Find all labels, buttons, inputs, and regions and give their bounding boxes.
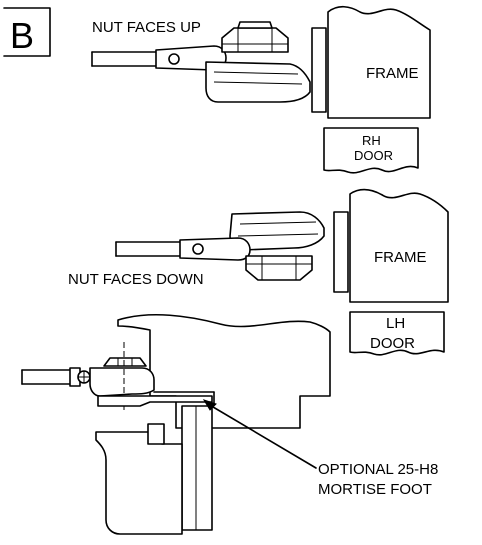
mortise-foot-plate [97, 395, 213, 407]
bottom-upper-frame [117, 313, 331, 429]
top-rod-end-pin [168, 53, 180, 65]
middle-rod-end [179, 237, 251, 261]
middle-nut-label: NUT FACES DOWN [68, 271, 204, 288]
top-door-label-1: RH [362, 133, 381, 148]
top-frame [327, 5, 431, 119]
panel-letter: B [10, 15, 34, 56]
middle-frame [349, 188, 449, 303]
middle-door-label-2: DOOR [370, 335, 415, 352]
bottom-lower-frame [95, 431, 183, 535]
bottom-arm [89, 367, 155, 397]
middle-frame-label: FRAME [374, 249, 427, 266]
callout-line-2: MORTISE FOOT [318, 481, 432, 498]
bottom-nut [103, 357, 147, 367]
panel-letter-box: B [3, 7, 51, 57]
bottom-door-leaf [181, 405, 213, 531]
bottom-assembly: OPTIONAL 25-H8 MORTISE FOOT [21, 313, 438, 535]
bottom-hinge-tab [147, 423, 165, 445]
top-assembly: NUT FACES UP FRAME RH DOOR [91, 5, 431, 174]
middle-rod-end-pin [192, 243, 204, 255]
top-door-label-2: DOOR [354, 148, 393, 163]
middle-assembly: NUT FACES DOWN FRAME LH DOOR [68, 188, 449, 356]
top-mounting-shoe [311, 27, 327, 113]
middle-mounting-shoe [333, 211, 349, 293]
callout-leader [207, 403, 317, 469]
top-door [323, 127, 419, 174]
middle-door-label-1: LH [386, 315, 405, 332]
callout-arrowhead [202, 399, 217, 411]
middle-nut [245, 255, 313, 281]
top-frame-label: FRAME [366, 65, 419, 82]
callout-line-1: OPTIONAL 25-H8 [318, 461, 438, 478]
top-nut-label: NUT FACES UP [92, 19, 201, 36]
middle-door [349, 311, 445, 356]
top-nut [221, 27, 289, 53]
